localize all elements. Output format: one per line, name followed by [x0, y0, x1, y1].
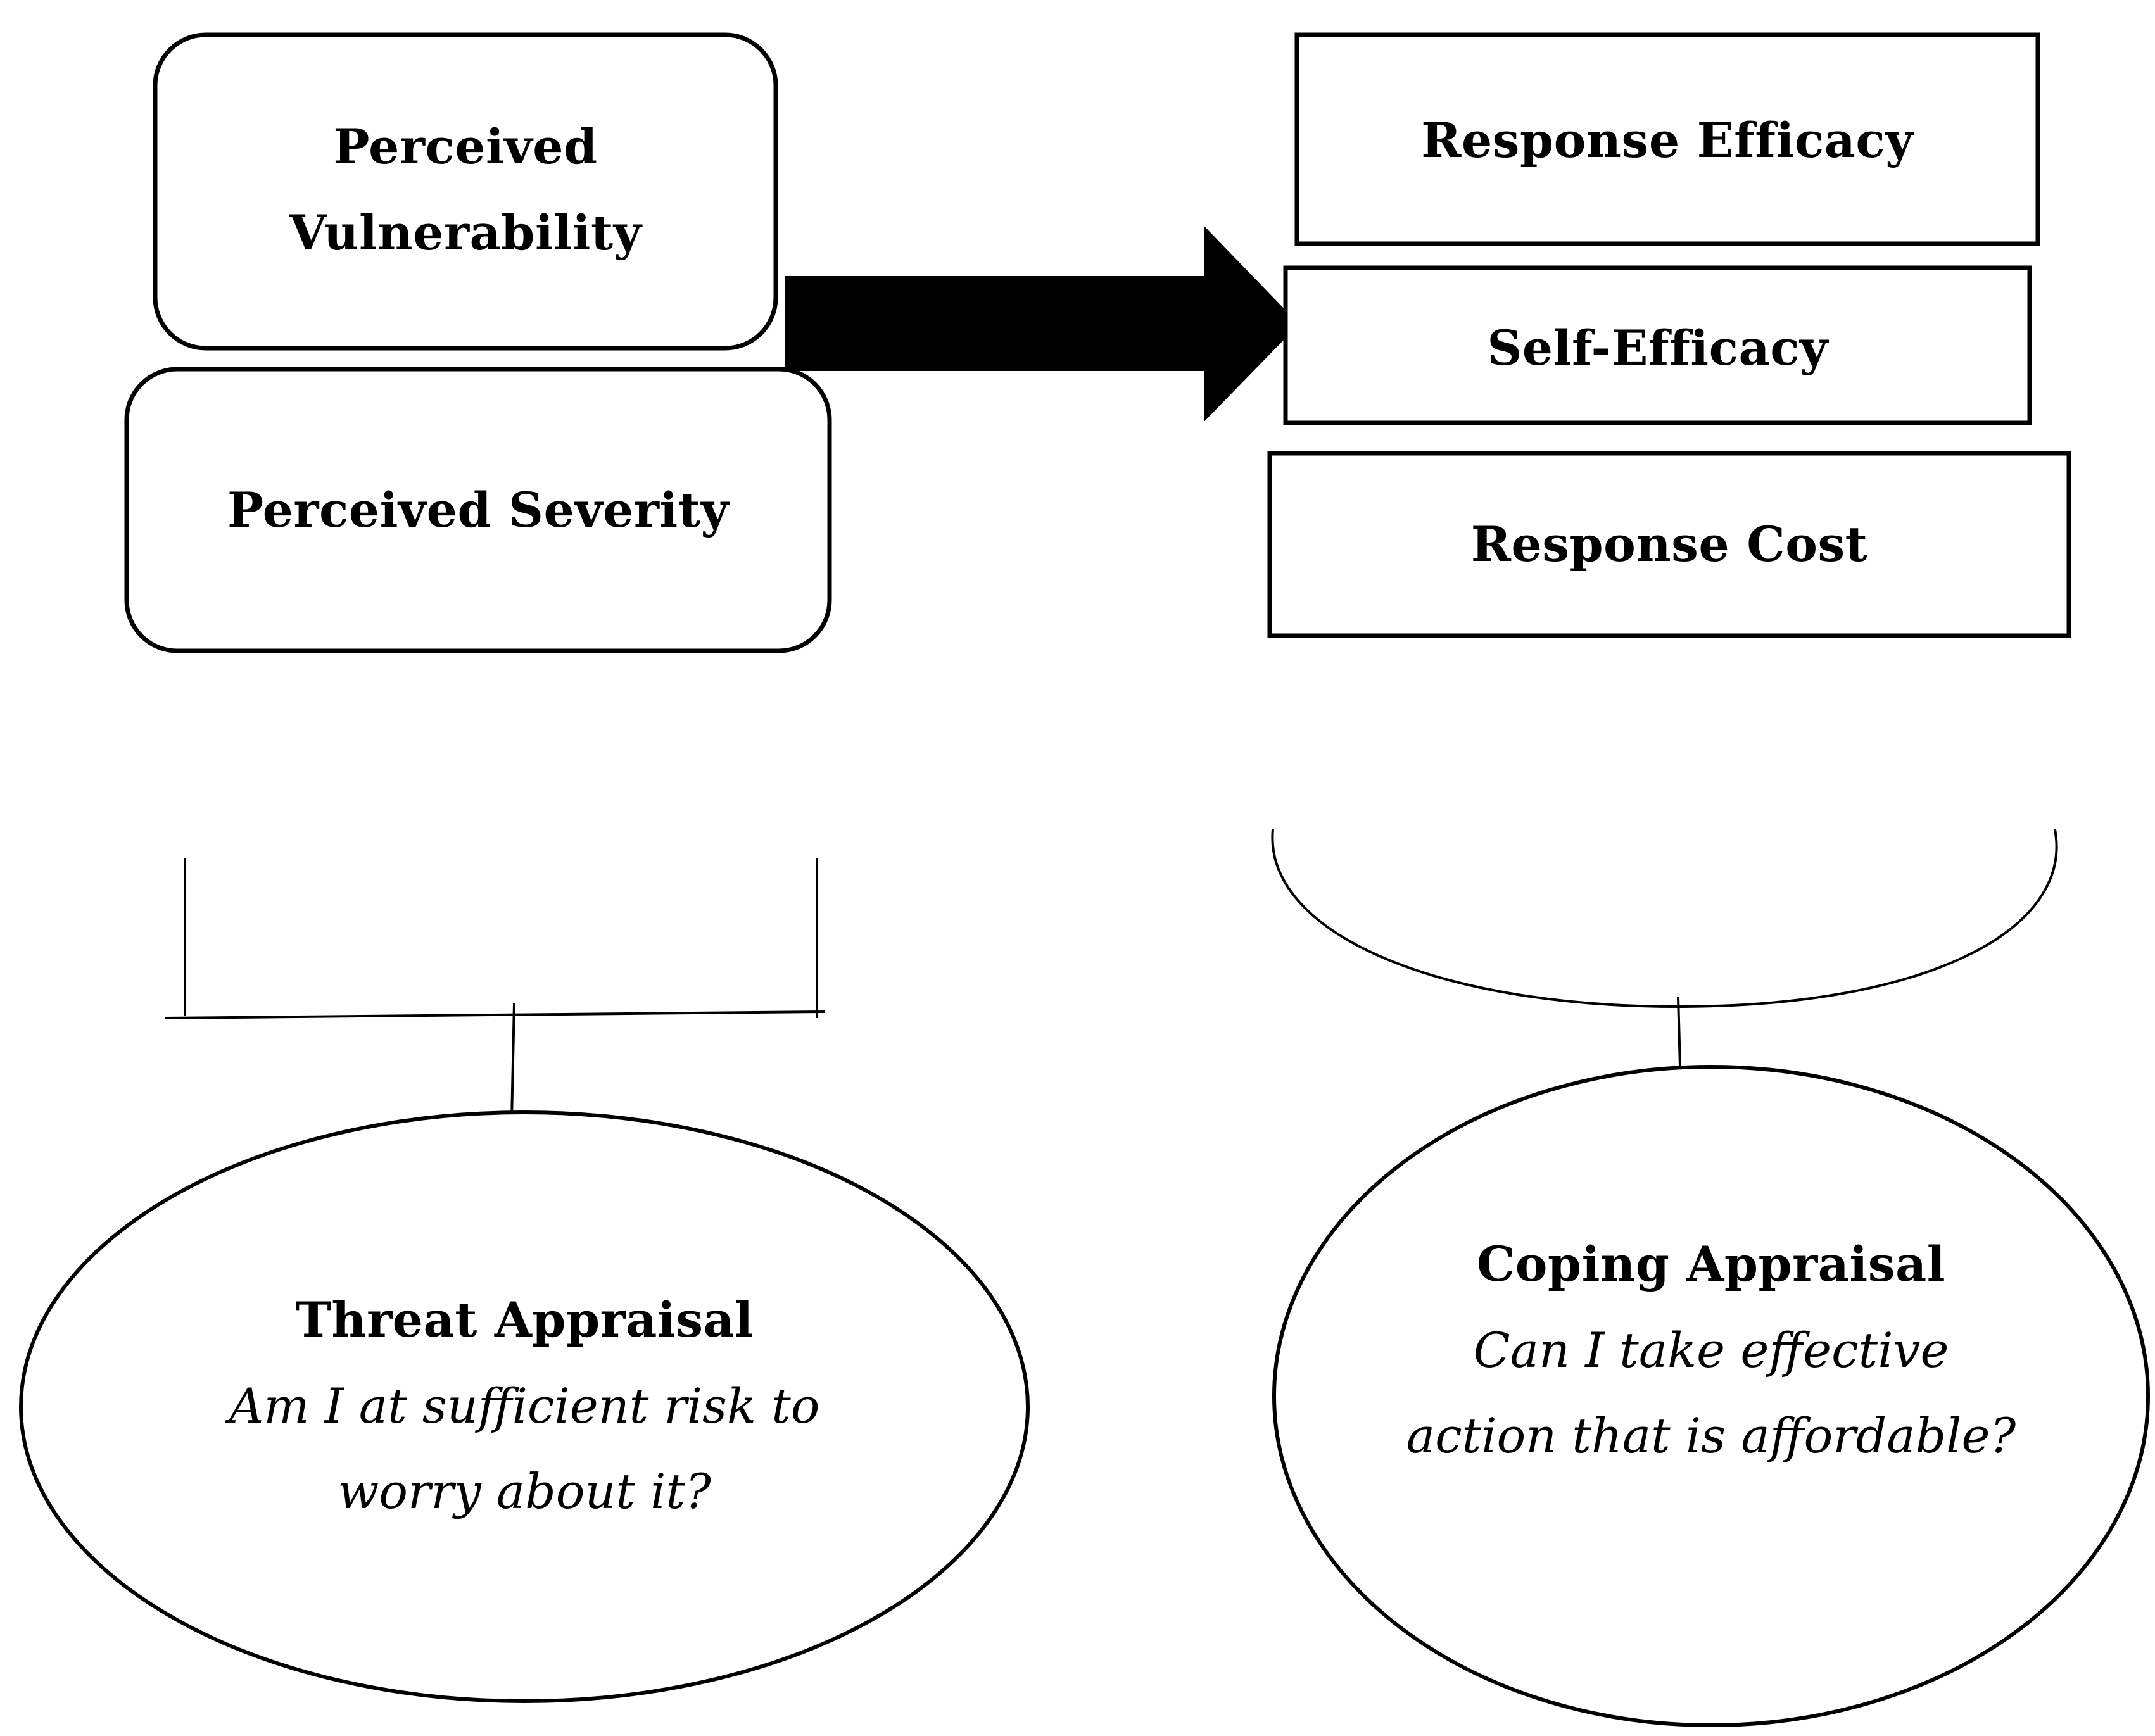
threat-appraisal-title: Threat Appraisal	[295, 1292, 754, 1348]
perceived-severity-box	[124, 367, 832, 653]
perceived-vulnerability-box	[153, 32, 778, 351]
coping-connector	[1677, 997, 1681, 1067]
perceived-vulnerability-line1: Perceived	[333, 118, 598, 175]
self-efficacy-box	[1283, 265, 2032, 425]
perceived-vulnerability-label: Perceived Vulnerability	[155, 120, 776, 259]
threat-connector	[510, 1003, 515, 1120]
coping-appraisal-question-line2: action that is affordable?	[1406, 1407, 2016, 1464]
self-efficacy-label: Self-Efficacy	[1487, 320, 1828, 376]
coping-appraisal-ellipse	[1272, 1065, 2150, 1727]
response-efficacy-box	[1294, 32, 2040, 246]
response-cost-box	[1267, 451, 2071, 638]
threat-appraisal-text: Threat Appraisal Am I at sufficient risk…	[144, 1293, 904, 1518]
coping-appraisal-question-line1: Can I take effective	[1473, 1321, 1949, 1378]
threat-to-coping-arrow	[785, 226, 1299, 422]
coping-appraisal-title: Coping Appraisal	[1476, 1236, 1946, 1292]
coping-arc-bracket	[1271, 829, 2058, 1009]
threat-appraisal-question-line1: Am I at sufficient risk to	[229, 1377, 820, 1434]
response-efficacy-label: Response Efficacy	[1421, 112, 1914, 168]
perceived-vulnerability-line2: Vulnerability	[289, 204, 642, 261]
coping-appraisal-text: Coping Appraisal Can I take effective ac…	[1331, 1238, 2091, 1462]
threat-appraisal-ellipse	[19, 1110, 1030, 1703]
perceived-severity-label: Perceived Severity	[227, 482, 730, 538]
threat-appraisal-question-line2: worry about it?	[338, 1463, 711, 1520]
response-cost-label: Response Cost	[1470, 516, 1868, 572]
threat-bracket-bottom	[164, 1010, 825, 1019]
